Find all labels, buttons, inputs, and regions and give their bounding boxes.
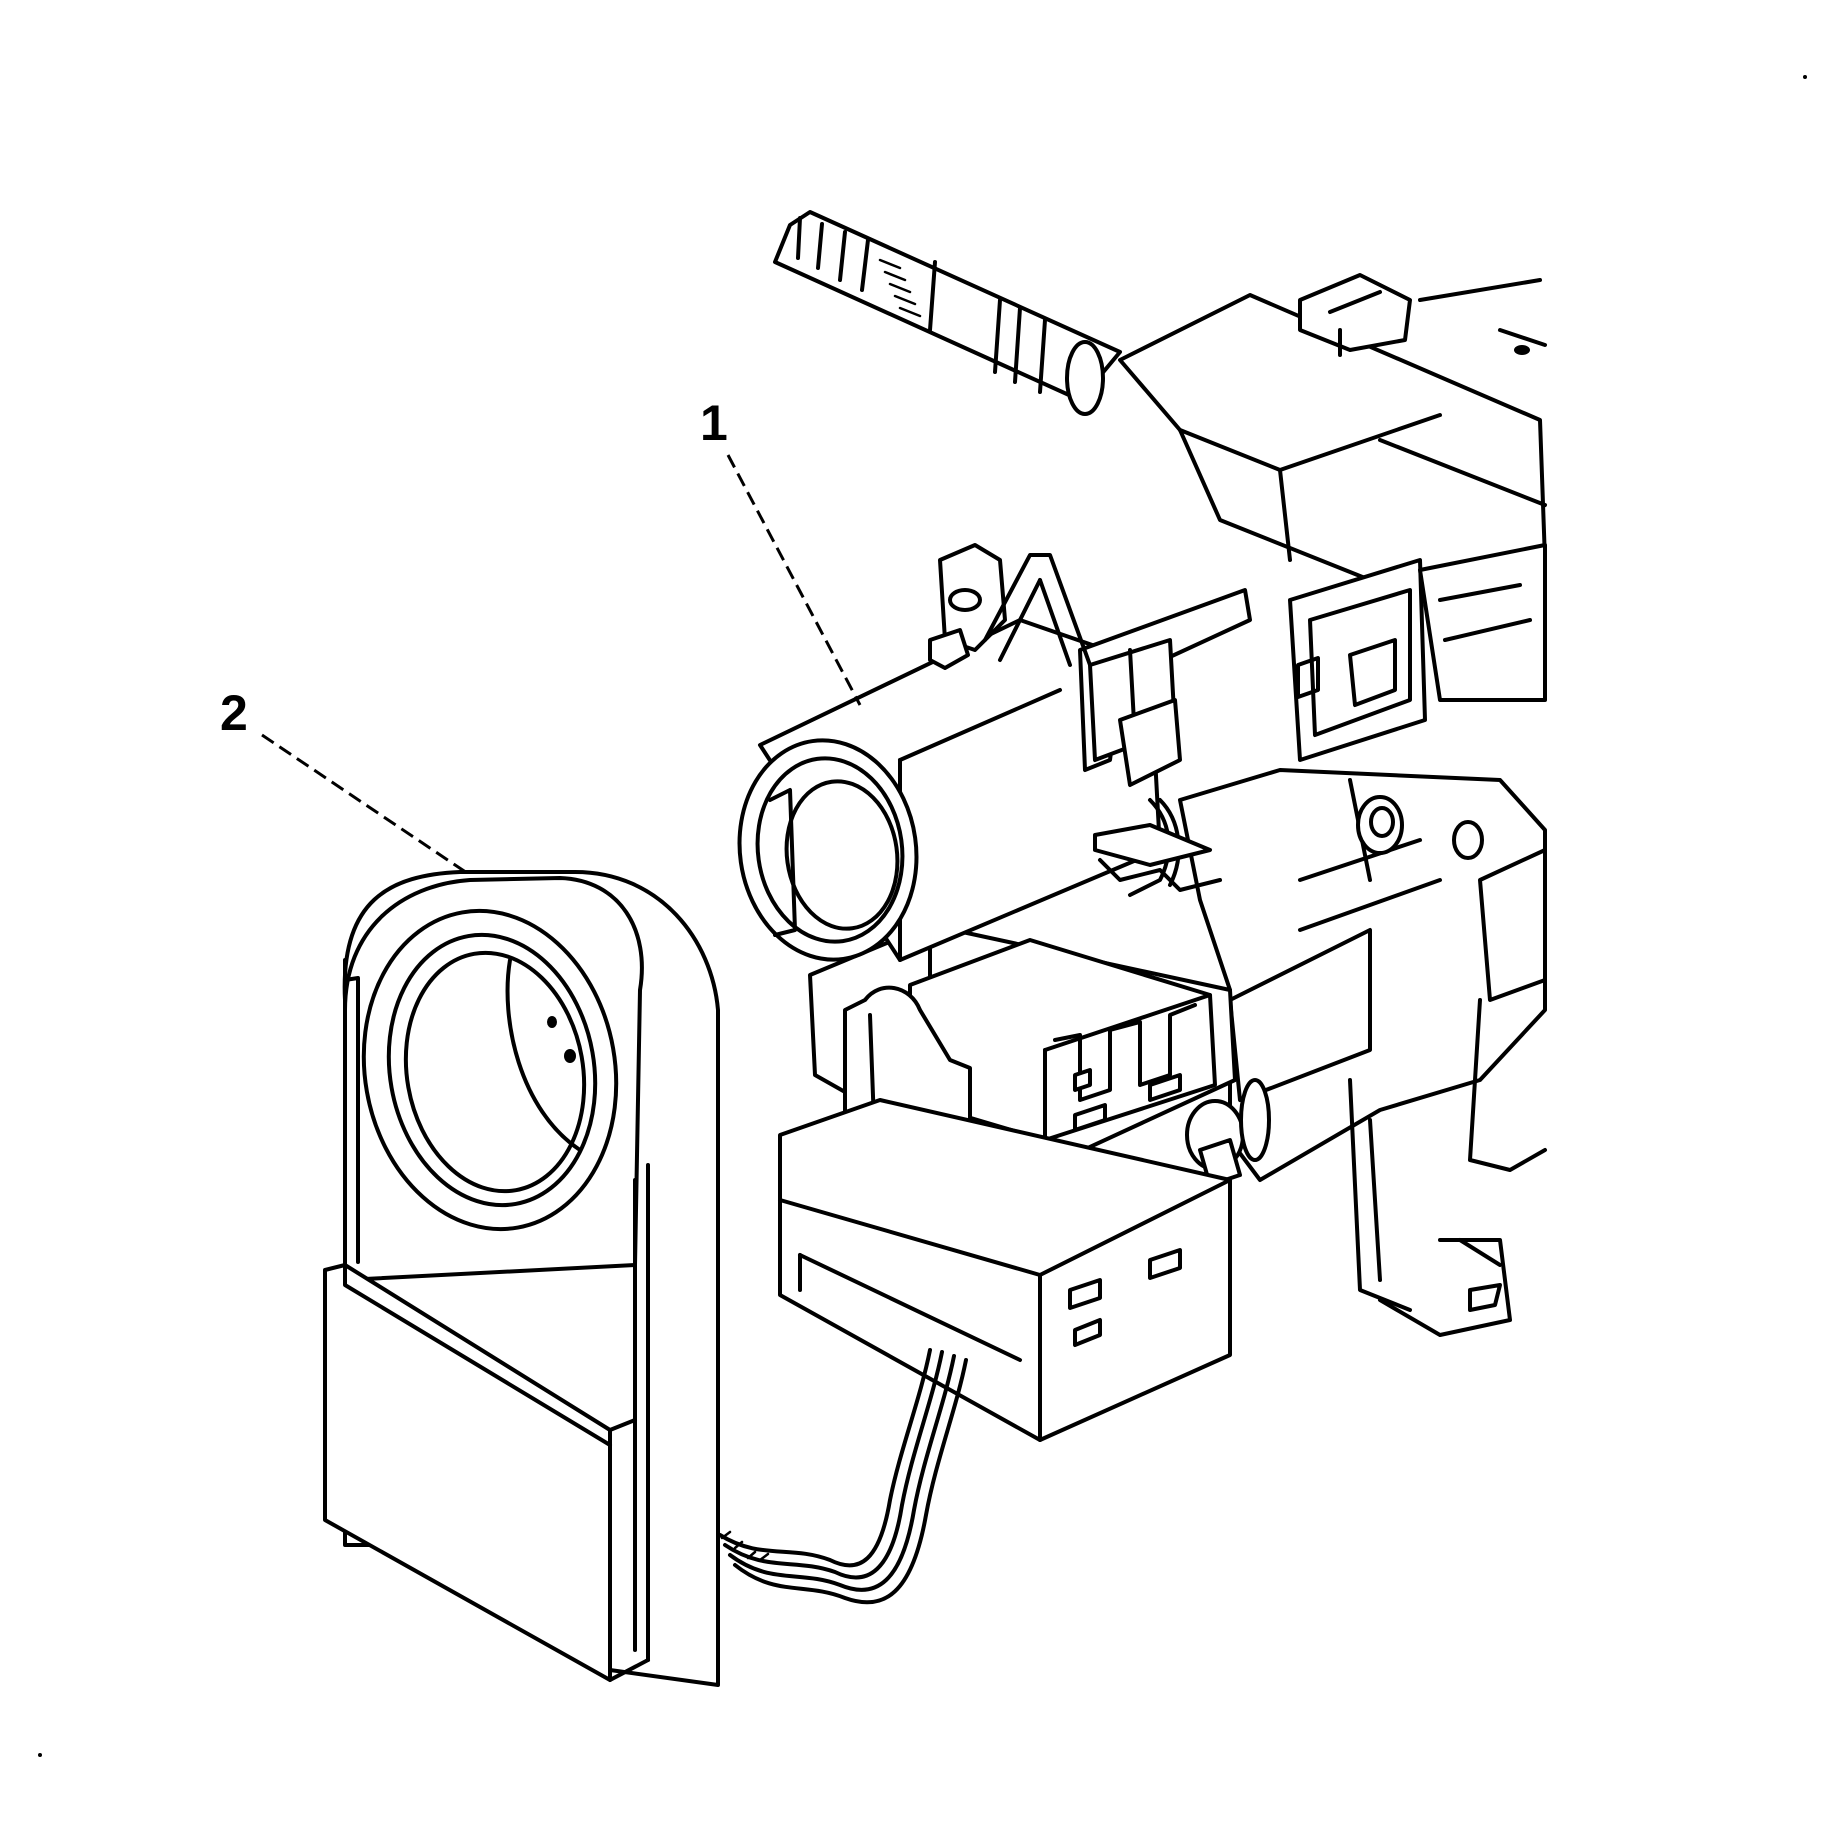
steering-shaft: [773, 210, 1122, 416]
wiring-harness: [718, 1348, 968, 1605]
mounting-bracket: [928, 543, 1092, 670]
lower-column: [1178, 768, 1547, 1337]
callout-2: 2: [220, 685, 471, 877]
transponder-module: [323, 870, 720, 1687]
connector-block-lower: [778, 1098, 1232, 1442]
leader-line-2: [261, 733, 471, 877]
callout-label-2: 2: [220, 685, 248, 741]
scan-speck: [38, 1753, 42, 1757]
leader-line-1: [726, 454, 862, 706]
scan-speck: [1803, 75, 1807, 79]
lock-cylinder-housing: [737, 588, 1252, 962]
callout-1: 1: [700, 395, 862, 706]
column-housing: [1118, 273, 1547, 762]
callout-label-1: 1: [700, 395, 728, 451]
